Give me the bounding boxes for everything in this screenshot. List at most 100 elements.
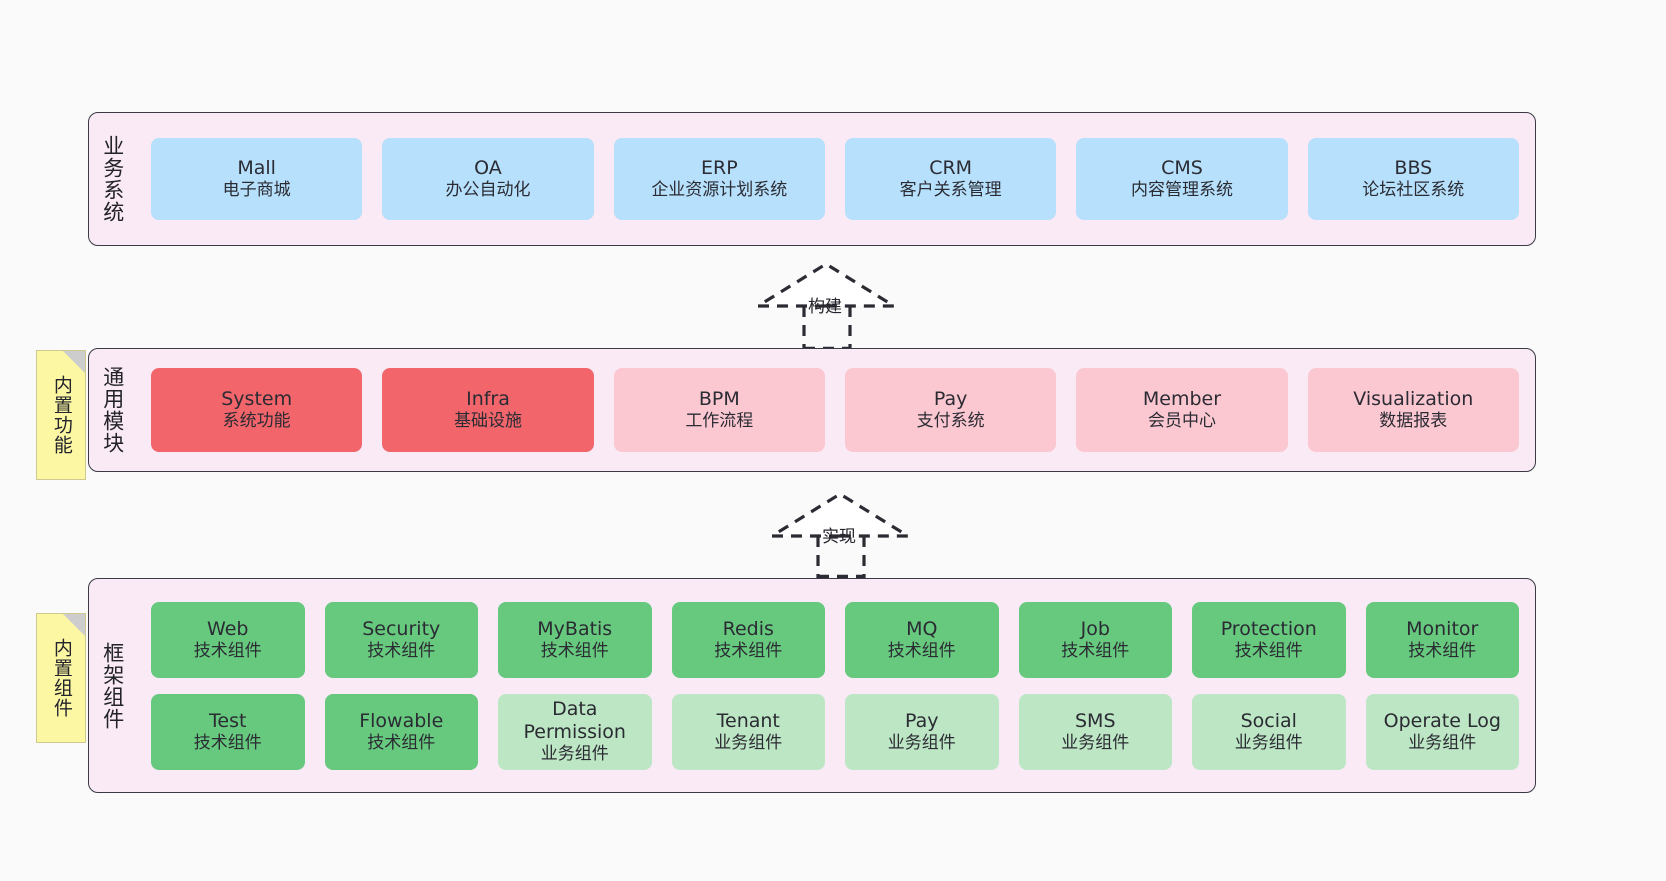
- card-desc: 技术组件: [714, 640, 783, 661]
- card-title: BPM: [698, 388, 740, 411]
- card-member[interactable]: Member 会员中心: [1076, 368, 1288, 452]
- card-desc: 技术组件: [367, 640, 436, 661]
- card-title: MQ: [906, 617, 938, 640]
- card-infra[interactable]: Infra 基础设施: [382, 368, 594, 452]
- card-desc: 电子商城: [222, 180, 291, 201]
- card-pay-component[interactable]: Pay 业务组件: [845, 693, 999, 770]
- card-title: System: [221, 388, 293, 411]
- card-title: Data Permission: [523, 697, 626, 744]
- card-desc: 业务组件: [1234, 732, 1303, 753]
- card-security[interactable]: Security 技术组件: [324, 601, 478, 678]
- card-title: Redis: [722, 617, 774, 640]
- card-desc: 技术组件: [540, 640, 609, 661]
- card-title: ERP: [700, 157, 738, 180]
- card-cms[interactable]: CMS 内容管理系统: [1076, 138, 1288, 220]
- connector-build: 构建: [752, 262, 908, 351]
- card-system[interactable]: System 系统功能: [151, 368, 363, 452]
- note-label: 内置功能: [50, 375, 73, 455]
- card-tenant[interactable]: Tenant 业务组件: [671, 693, 825, 770]
- card-monitor[interactable]: Monitor 技术组件: [1365, 601, 1519, 678]
- card-desc: 系统功能: [222, 411, 291, 432]
- card-title: Flowable: [359, 709, 444, 732]
- layer-common-module: 通用模块 System 系统功能 Infra 基础设施 BPM 工作流程 Pay…: [88, 348, 1536, 472]
- card-desc: 工作流程: [685, 411, 754, 432]
- card-visualization[interactable]: Visualization 数据报表: [1307, 368, 1519, 452]
- card-title: Monitor: [1406, 617, 1479, 640]
- card-job[interactable]: Job 技术组件: [1018, 601, 1172, 678]
- card-bbs[interactable]: BBS 论坛社区系统: [1307, 138, 1519, 220]
- connector-build-label: 构建: [808, 297, 842, 317]
- card-redis[interactable]: Redis 技术组件: [671, 601, 825, 678]
- framework-tech-row: Web 技术组件 Security 技术组件 MyBatis 技术组件 Redi…: [141, 601, 1529, 678]
- card-mybatis[interactable]: MyBatis 技术组件: [498, 601, 652, 678]
- note-fold-corner-icon: [63, 614, 85, 636]
- layer-title-common-module: 通用模块: [100, 366, 125, 454]
- card-operate-log[interactable]: Operate Log 业务组件: [1365, 693, 1519, 770]
- card-title: Protection: [1220, 617, 1317, 640]
- card-mq[interactable]: MQ 技术组件: [845, 601, 999, 678]
- layer-framework-component: 框架组件 Web 技术组件 Security 技术组件 MyBatis 技术组件…: [88, 578, 1536, 793]
- card-desc: 论坛社区系统: [1362, 180, 1465, 201]
- card-desc: 技术组件: [1061, 640, 1130, 661]
- connector-implement-label: 实现: [822, 527, 856, 547]
- card-protection[interactable]: Protection 技术组件: [1192, 601, 1346, 678]
- layer-business-system: 业务系统 Mall 电子商城 OA 办公自动化 ERP 企业资源计划系统 CRM…: [88, 112, 1536, 246]
- sticky-note-builtin-feature: 内置功能: [36, 350, 86, 480]
- card-desc: 企业资源计划系统: [651, 180, 788, 201]
- card-title: Pay: [905, 709, 939, 732]
- card-desc: 办公自动化: [445, 180, 531, 201]
- card-title: Infra: [466, 388, 510, 411]
- card-title: Operate Log: [1383, 709, 1501, 732]
- card-desc: 技术组件: [1234, 640, 1303, 661]
- card-web[interactable]: Web 技术组件: [151, 601, 305, 678]
- card-test[interactable]: Test 技术组件: [151, 693, 305, 770]
- card-data-permission[interactable]: Data Permission 业务组件: [498, 693, 652, 770]
- note-fold-corner-icon: [63, 351, 85, 373]
- card-oa[interactable]: OA 办公自动化: [382, 138, 594, 220]
- card-desc: 业务组件: [714, 732, 783, 753]
- card-desc: 技术组件: [367, 732, 436, 753]
- layer-title-business-system: 业务系统: [100, 135, 125, 223]
- card-desc: 数据报表: [1379, 411, 1448, 432]
- card-desc: 业务组件: [1408, 732, 1477, 753]
- card-title: Security: [362, 617, 441, 640]
- card-pay[interactable]: Pay 支付系统: [844, 368, 1057, 452]
- card-title: Tenant: [716, 709, 780, 732]
- card-sms[interactable]: SMS 业务组件: [1018, 693, 1172, 770]
- card-title: Social: [1240, 709, 1297, 732]
- card-title: MyBatis: [537, 617, 613, 640]
- card-bpm[interactable]: BPM 工作流程: [613, 368, 825, 452]
- card-title: SMS: [1074, 709, 1116, 732]
- card-title: Job: [1080, 617, 1110, 640]
- card-desc: 客户关系管理: [899, 180, 1002, 201]
- card-desc: 技术组件: [193, 732, 262, 753]
- card-title: CMS: [1161, 157, 1203, 180]
- card-title: Test: [209, 709, 247, 732]
- card-desc: 技术组件: [1408, 640, 1477, 661]
- card-desc: 业务组件: [540, 744, 609, 765]
- note-label: 内置组件: [50, 638, 73, 718]
- card-title: Web: [207, 617, 249, 640]
- card-title: CRM: [929, 157, 973, 180]
- business-system-cards: Mall 电子商城 OA 办公自动化 ERP 企业资源计划系统 CRM 客户关系…: [135, 113, 1535, 245]
- card-erp[interactable]: ERP 企业资源计划系统: [613, 138, 825, 220]
- card-desc: 基础设施: [453, 411, 522, 432]
- sticky-note-builtin-component: 内置组件: [36, 613, 86, 743]
- framework-business-row: Test 技术组件 Flowable 技术组件 Data Permission …: [141, 693, 1529, 770]
- card-flowable[interactable]: Flowable 技术组件: [324, 693, 478, 770]
- card-desc: 会员中心: [1147, 411, 1216, 432]
- card-desc: 业务组件: [1061, 732, 1130, 753]
- card-social[interactable]: Social 业务组件: [1192, 693, 1346, 770]
- card-mall[interactable]: Mall 电子商城: [151, 138, 363, 220]
- layer-title-framework-component: 框架组件: [100, 641, 125, 730]
- card-desc: 内容管理系统: [1130, 180, 1233, 201]
- card-crm[interactable]: CRM 客户关系管理: [844, 138, 1057, 220]
- common-module-cards: System 系统功能 Infra 基础设施 BPM 工作流程 Pay 支付系统…: [135, 349, 1535, 471]
- card-title: Pay: [933, 388, 968, 411]
- connector-implement: 实现: [766, 492, 922, 579]
- card-desc: 业务组件: [887, 732, 956, 753]
- card-title: BBS: [1394, 157, 1433, 180]
- card-desc: 技术组件: [193, 640, 262, 661]
- card-desc: 技术组件: [887, 640, 956, 661]
